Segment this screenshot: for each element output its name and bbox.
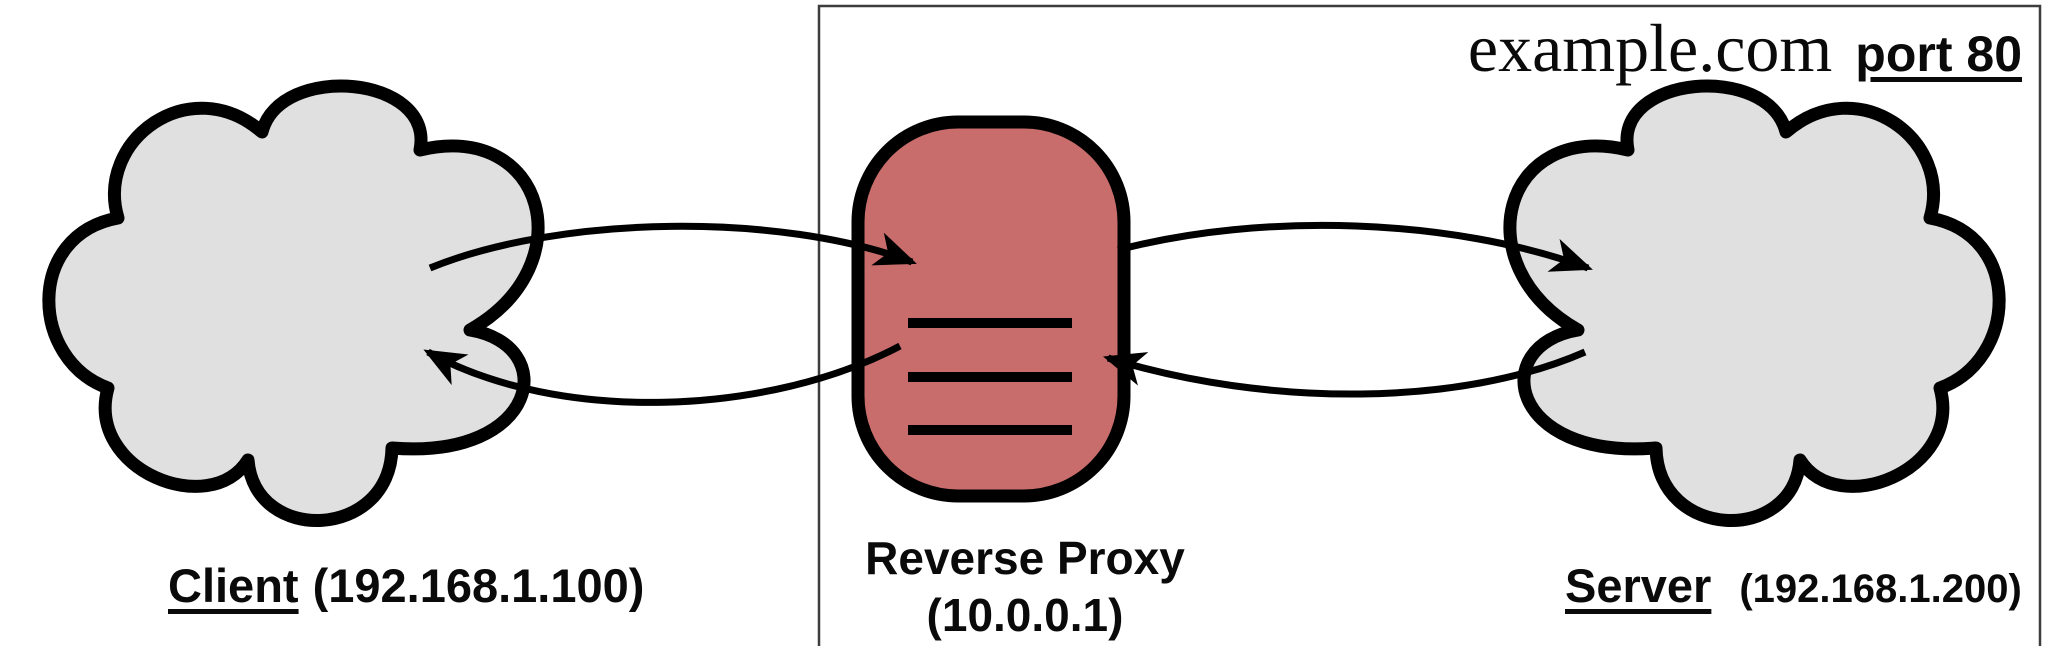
- flow-arrows: [423, 221, 1593, 406]
- server-cloud-icon: [1503, 79, 2006, 527]
- proxy-capsule: [851, 115, 1131, 503]
- proxy-label: Reverse Proxy (10.0.0.1): [820, 530, 1230, 644]
- client-label: Client (192.168.1.100): [168, 562, 644, 609]
- server-name: Server: [1565, 559, 1712, 612]
- server-label: Server (192.168.1.200): [1565, 562, 2022, 609]
- proxy-ip: (10.0.0.1): [926, 589, 1124, 641]
- proxy-name: Reverse Proxy: [865, 532, 1185, 584]
- client-cloud-icon: [42, 79, 545, 527]
- arrow-proxy-to-server: [1117, 221, 1593, 272]
- domain-label: example.com: [1467, 10, 1833, 86]
- boundary-header: example.com port 80: [1468, 14, 2022, 82]
- client-name: Client: [168, 559, 299, 612]
- port-label: port 80: [1855, 26, 2022, 82]
- proxy-slot-lines: [908, 318, 1072, 435]
- reverse-proxy-icon: [851, 115, 1131, 503]
- arrow-client-to-proxy: [428, 222, 917, 272]
- domain-boundary-box: [817, 4, 2042, 646]
- arrow-proxy-to-client: [423, 342, 902, 406]
- server-ip: (192.168.1.200): [1739, 567, 2022, 611]
- client-ip: (192.168.1.100): [312, 559, 645, 612]
- arrow-server-to-proxy: [1102, 348, 1587, 398]
